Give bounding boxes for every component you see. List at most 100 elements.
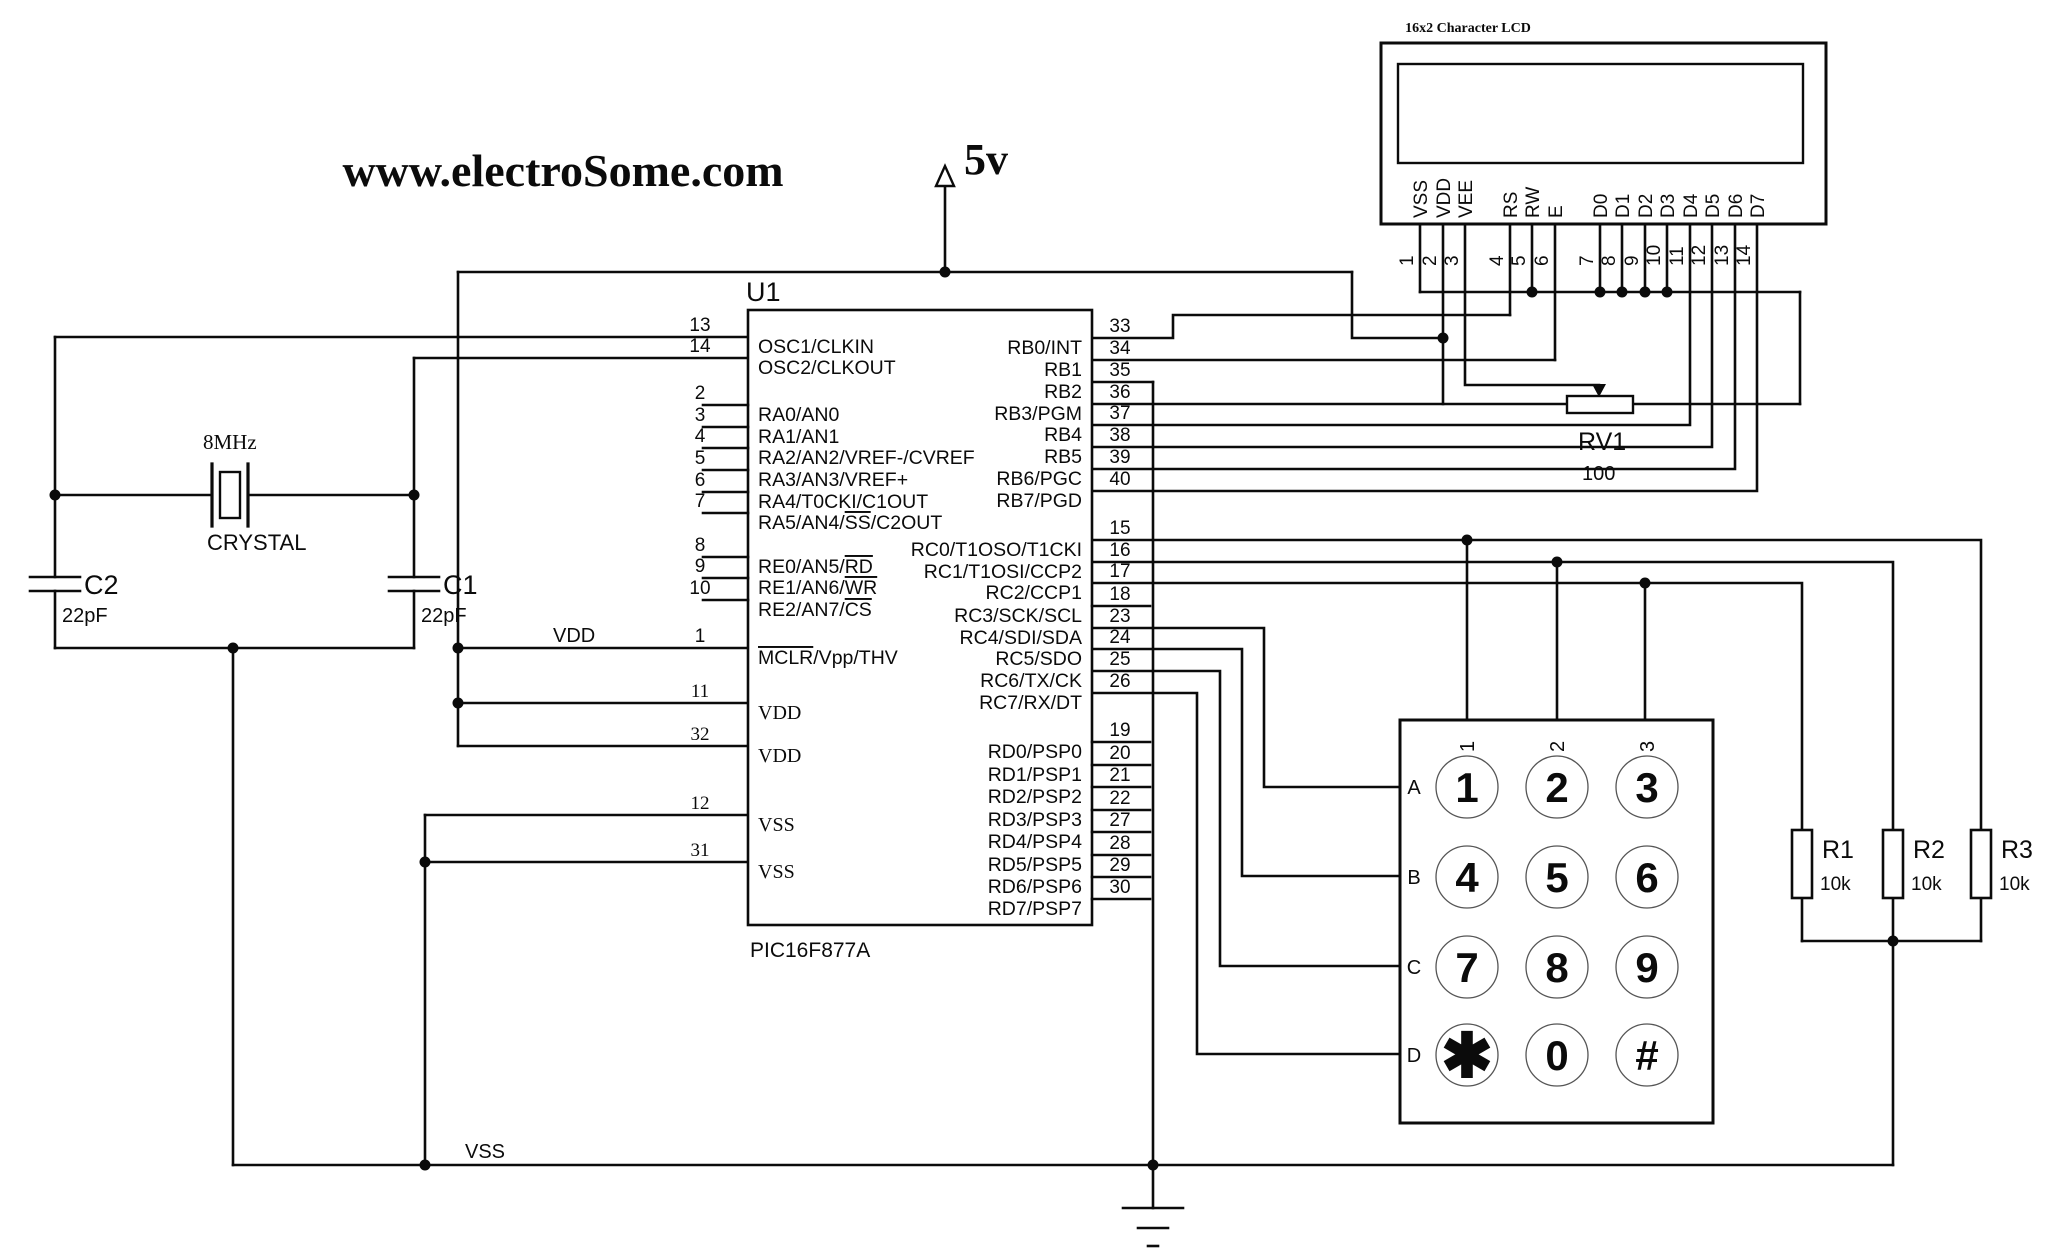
mcu-pin-number-14: 14 [689, 336, 711, 357]
lcd-pin-label-VDD: VDD [1434, 178, 1455, 218]
keypad-key-8: 8 [1525, 935, 1589, 999]
crystal-body [218, 470, 242, 520]
mcu-pin-label-10: RE2/AN7/CS [758, 599, 872, 621]
keypad-key-1: 1 [1435, 755, 1499, 819]
wire-segment [1090, 223, 1759, 493]
keypad-row-label-B: B [1407, 867, 1420, 889]
power-arrow-icon [934, 163, 956, 188]
lcd-pin-label-RS: RS [1501, 192, 1522, 218]
lcd-pin-label-D0: D0 [1591, 194, 1612, 218]
mcu-pin-number-10: 10 [689, 578, 710, 599]
mcu-pin-number-18: 18 [1109, 584, 1130, 605]
lcd-pin-label-D6: D6 [1726, 194, 1747, 218]
lcd-pin-number-13: 13 [1712, 245, 1733, 266]
lcd-pin-number-9: 9 [1622, 255, 1643, 266]
junction-dot [419, 856, 431, 868]
keypad-col-label-2: 2 [1547, 741, 1569, 752]
junction-dot [49, 489, 61, 501]
resistor-value-R3: 10k [1999, 874, 2030, 895]
potentiometer-rv1: RV1 100 [1565, 384, 1635, 485]
mcu-pin-number-3: 3 [695, 405, 706, 426]
mcu-pin-label-22: RD3/PSP3 [988, 809, 1082, 831]
junction-dot [419, 1159, 431, 1171]
mcu-pin-number-12: 12 [691, 793, 710, 814]
lcd-pin-label-VSS: VSS [1411, 180, 1432, 218]
mcu-pin-number-32: 32 [691, 724, 710, 745]
lcd-pin-label-D2: D2 [1636, 194, 1657, 218]
mcu-pin-number-4: 4 [695, 426, 706, 447]
keypad-key-6: 6 [1615, 845, 1679, 909]
rv1-designator: RV1 [1578, 428, 1626, 456]
keypad-key-3: 3 [1615, 755, 1679, 819]
mcu-pin-number-1: 1 [695, 626, 706, 647]
keypad-key-5: 5 [1525, 845, 1589, 909]
keypad-key-glyph: 5 [1545, 854, 1568, 901]
capacitor-value-C1: 22pF [421, 605, 467, 627]
junction-dot [1639, 286, 1651, 298]
mcu-pin-number-9: 9 [695, 556, 706, 577]
lcd-pin-number-6: 6 [1532, 255, 1553, 266]
mcu-pin-label-12: VSS [758, 814, 795, 836]
mcu-pin-label-15: RC0/T1OSO/T1CKI [911, 539, 1082, 561]
crystal-frequency: 8MHz [203, 430, 257, 454]
mcu-pin-number-38: 38 [1109, 425, 1130, 446]
wire-segment [1090, 626, 1402, 789]
mcu-pin-label-3: RA1/AN1 [758, 426, 839, 448]
capacitor-value-C2: 22pF [62, 605, 108, 627]
junction-dot [1551, 556, 1563, 568]
mcu-pin-number-28: 28 [1109, 833, 1130, 854]
lcd-title: 16x2 Character LCD [1405, 21, 1531, 36]
wire-segment [1090, 581, 1804, 832]
mcu-pin-label-40: RB7/PGD [996, 490, 1082, 512]
keypad-key-glyph: # [1635, 1032, 1658, 1079]
mcu-pin-label-32: VDD [758, 745, 801, 767]
mcu-pin-number-30: 30 [1109, 877, 1130, 898]
mcu-pin-number-27: 27 [1109, 810, 1130, 831]
crystal-8mhz: 8MHz CRYSTAL [203, 430, 306, 555]
keypad-key-glyph: 8 [1545, 944, 1568, 991]
mcu-pin-label-30: RD7/PSP7 [988, 898, 1082, 920]
mcu-pin-number-33: 33 [1109, 316, 1130, 337]
mcu-pin-number-24: 24 [1109, 627, 1131, 648]
keypad-key-glyph: 1 [1455, 764, 1478, 811]
mcu-pin-label-27: RD4/PSP4 [988, 831, 1082, 853]
mcu-pin-number-19: 19 [1109, 720, 1130, 741]
lcd-pin-number-12: 12 [1689, 245, 1710, 266]
ground-symbol-icon [1121, 1206, 1185, 1248]
mcu-pin-number-2: 2 [695, 383, 706, 404]
keypad-key-glyph: 0 [1545, 1032, 1568, 1079]
keypad-key-9: 9 [1615, 935, 1679, 999]
keypad-row-label-D: D [1407, 1045, 1421, 1067]
keypad-key-glyph: 7 [1455, 944, 1478, 991]
keypad-key-2: 2 [1525, 755, 1589, 819]
junction-dot [1887, 935, 1899, 947]
mcu-pin-number-15: 15 [1109, 518, 1130, 539]
mcu-pin-number-26: 26 [1109, 671, 1130, 692]
mcu-pin-number-5: 5 [695, 448, 706, 469]
rv1-value: 100 [1582, 463, 1615, 485]
resistor-designator-R3: R3 [2001, 836, 2033, 864]
mcu-pin-number-35: 35 [1109, 360, 1130, 381]
mcu-pin-number-20: 20 [1109, 743, 1130, 764]
keypad-key-4: 4 [1435, 845, 1499, 909]
capacitor-designator-C2: C2 [84, 570, 119, 600]
mcu-body [746, 308, 1094, 927]
mcu-designator: U1 [746, 277, 781, 307]
wire-segment [1090, 223, 1714, 449]
lcd-pin-number-7: 7 [1577, 255, 1598, 266]
mcu-pin-label-35: RB2 [1044, 381, 1082, 403]
mcu-pin-number-11: 11 [691, 681, 709, 702]
power-label: 5v [964, 135, 1008, 184]
rv1-wiper-arrow-icon [1592, 384, 1606, 397]
keypad-col-label-3: 3 [1637, 741, 1659, 752]
mcu-pin-label-16: RC1/T1OSI/CCP2 [924, 561, 1082, 583]
keypad-key-glyph: 3 [1635, 764, 1658, 811]
mcu-pin-label-33: RB0/INT [1007, 337, 1082, 359]
lcd-pin-label-D7: D7 [1748, 194, 1769, 218]
keypad-key-0: 0 [1525, 1023, 1589, 1087]
